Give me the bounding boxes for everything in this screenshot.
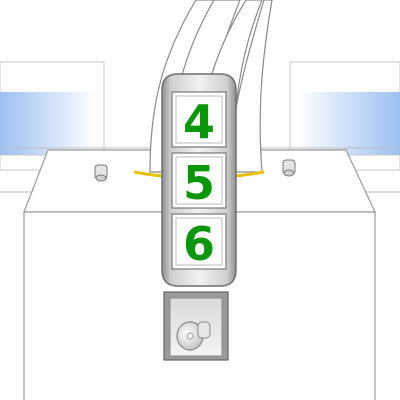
- digit-3: 6: [183, 217, 215, 271]
- knob-icon[interactable]: [176, 321, 211, 351]
- screw-icon: [94, 164, 108, 182]
- digit-window-1: 4: [171, 91, 227, 149]
- digit-window-2: 5: [171, 152, 227, 210]
- knob-slot[interactable]: [163, 291, 229, 361]
- screw-icon: [282, 159, 296, 177]
- right-window: [289, 61, 400, 171]
- digit-2: 5: [183, 156, 215, 210]
- digit-1: 4: [183, 95, 215, 149]
- digit-window-3: 6: [171, 213, 227, 271]
- left-window: [0, 61, 105, 171]
